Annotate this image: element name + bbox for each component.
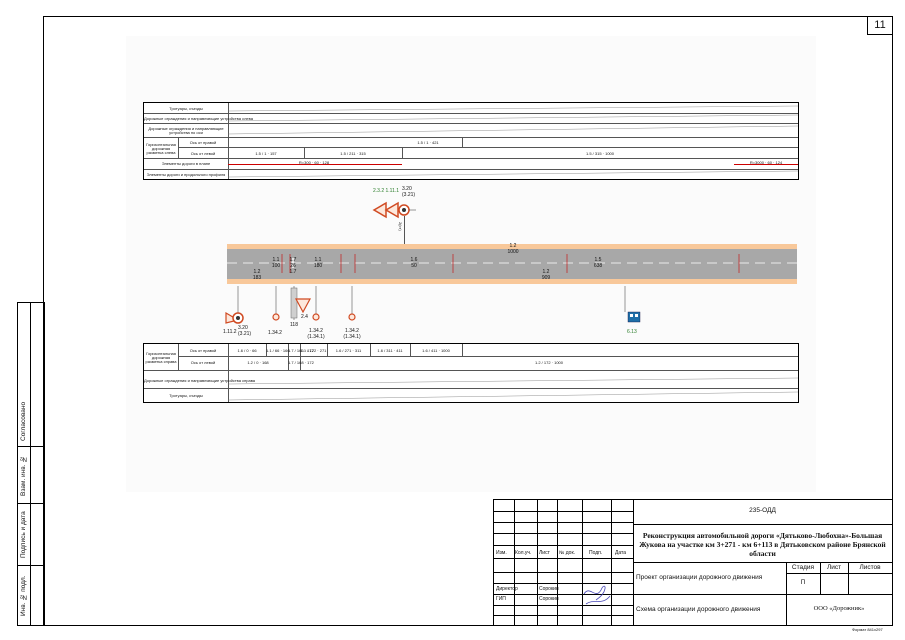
upper-mark-3: 1.5 / 211 · 315 (340, 151, 366, 156)
lower-top-2: 1.1 / 66 · 166 (266, 348, 290, 353)
name-director: Сорокин (539, 586, 559, 592)
header-izm: Изм. (496, 550, 507, 556)
upper-mark-2: 1.5 / 1 · 157 (255, 151, 277, 156)
road-carriageway (227, 249, 797, 279)
bottom-sign-5: 1.34.2(1.34.1) (307, 328, 325, 340)
lower-subrow-1: Ось от правой (189, 348, 217, 353)
lower-subrow-2: Ось от левой (190, 360, 216, 365)
sheets-header: Листов (859, 564, 881, 571)
info-sign-icon (627, 311, 641, 323)
lower-row-2: Дорожные ограждения и направляющие устро… (144, 378, 255, 383)
road-shoulder-bottom (227, 279, 797, 284)
lower-top-7: 1.6 / 411 · 1000 (422, 348, 450, 353)
lower-row-3: Тротуары, съезды (169, 393, 203, 398)
upper-subrow-2: Ось от левой (190, 151, 216, 156)
inv-replace-label: Взам. инв. № (20, 455, 27, 497)
bottom-sign-4-code: 2.4 (301, 314, 308, 320)
upper-table-road-line (228, 170, 798, 178)
lower-top-5: 1.6 / 271 · 311 (335, 348, 362, 353)
bottom-sign-1-sub: 3.20 (3.21) (238, 325, 252, 337)
lower-top-3: 1.7 / 166 · 172 (288, 348, 314, 353)
direction-sign-icon (312, 313, 320, 321)
lower-top-1: 1.6 / 0 · 66 (237, 348, 257, 353)
island-icon (290, 287, 298, 319)
inv-orig-label: Инв. № подл. (20, 575, 27, 617)
agreed-label: Согласовано (20, 401, 27, 441)
stage-value: П (800, 579, 806, 586)
lower-bottom-1: 1.2 / 0 · 168 (247, 360, 269, 365)
bottom-sign-3-code: 118 (290, 322, 298, 328)
bottom-sign-1-code: 1.11.2 (223, 329, 237, 335)
title-block: Изм. Кол.уч. Лист № док. Подп. Дата Дире… (493, 499, 893, 626)
road-markings (227, 254, 797, 273)
top-sign-codes-b: 3.20(3.21) (402, 186, 416, 198)
upper-row-1: Тротуары, съезды (169, 106, 203, 111)
org-name: ООО «Дорожник» (813, 605, 865, 612)
sign-date-label: Подпись и дата (20, 511, 27, 559)
header-list: Лист (539, 550, 550, 556)
lower-top-6: 1.6 / 311 · 411 (377, 348, 403, 353)
top-sign-group (372, 201, 416, 219)
upper-subrow-1: Ось от правой (189, 140, 217, 145)
left-stamp: Согласовано Взам. инв. № Подпись и дата … (17, 302, 45, 626)
direction-sign-icon (348, 313, 356, 321)
road-shoulder-top (227, 244, 797, 249)
list-header: Лист (826, 564, 842, 571)
top-sign-post (404, 216, 405, 246)
sheet-number: 11 (867, 16, 893, 35)
bottom-sign-7-code: 6.13 (627, 329, 637, 335)
top-sign-post-label: 2(ст) (398, 222, 403, 231)
top-sign-codes-a: 2.3.2 1.11.1 (373, 188, 400, 194)
bottom-sign-2-code: 1.34.2 (268, 330, 282, 336)
project-name: Проект организации дорожного движения (636, 574, 763, 581)
doc-code: 235-ОДД (749, 507, 776, 514)
scheme-name: Схема организации дорожного движения (636, 606, 761, 613)
header-sign: Подп. (589, 550, 603, 556)
upper-plan-2: R=3000 · 60 · 124 (749, 160, 783, 165)
signature-icon (583, 585, 611, 605)
name-gip: Сорокин (539, 596, 559, 602)
format-note: Формат 841х297 (852, 627, 883, 632)
header-date: Дата (615, 550, 627, 556)
lower-row-1: Горизонтальная дорожная разметка справа (145, 351, 177, 364)
lower-table: Горизонтальная дорожная разметка справа … (143, 343, 799, 403)
lower-table-lines (228, 377, 798, 401)
bottom-signs (225, 286, 641, 324)
upper-table: Тротуары, съезды Дорожные ограждения и н… (143, 102, 799, 180)
upper-row-4: Горизонтальная дорожная разметка слева (146, 142, 176, 155)
warning-triangle-icon (384, 201, 399, 219)
yield-sign-icon (294, 298, 312, 314)
upper-row-3: Дорожные ограждения и направляющие устро… (148, 126, 224, 135)
project-title: Реконструкция автомобильной дороги «Дять… (639, 531, 886, 558)
header-kol: Кол.уч. (515, 550, 532, 556)
direction-sign-icon (272, 313, 280, 321)
upper-row-6: Элементы дороги и продольного профиля (146, 172, 226, 177)
role-gip: ГИП (496, 596, 506, 602)
warning-triangle-icon (372, 201, 387, 219)
lower-top-4: 1.1 / 172 · 271 (300, 348, 327, 353)
header-doc: № док. (559, 550, 576, 556)
upper-row-5: Элементы дороги в плане (161, 161, 211, 166)
upper-mark-1: 1.5 / 1 · 421 (417, 140, 439, 145)
role-director: Директор (496, 586, 518, 592)
bottom-sign-6: 1.34.2(1.34.1) (343, 328, 361, 340)
upper-mark-4: 1.5 / 315 · 1000 (585, 151, 615, 156)
lower-bottom-3: 1.2 / 172 · 1000 (534, 360, 564, 365)
lower-bottom-2: 1.7 / 168 · 172 (288, 360, 314, 365)
upper-plan-1: R=300 · 60 · 128 (298, 160, 330, 165)
road-label-7: 1.7 (289, 269, 297, 275)
upper-table-profile-lines (228, 105, 798, 135)
drawing-frame (43, 16, 893, 626)
stage-header: Стадия (791, 564, 815, 571)
upper-row-2: Дорожные ограждения и направляющие устро… (144, 116, 253, 121)
